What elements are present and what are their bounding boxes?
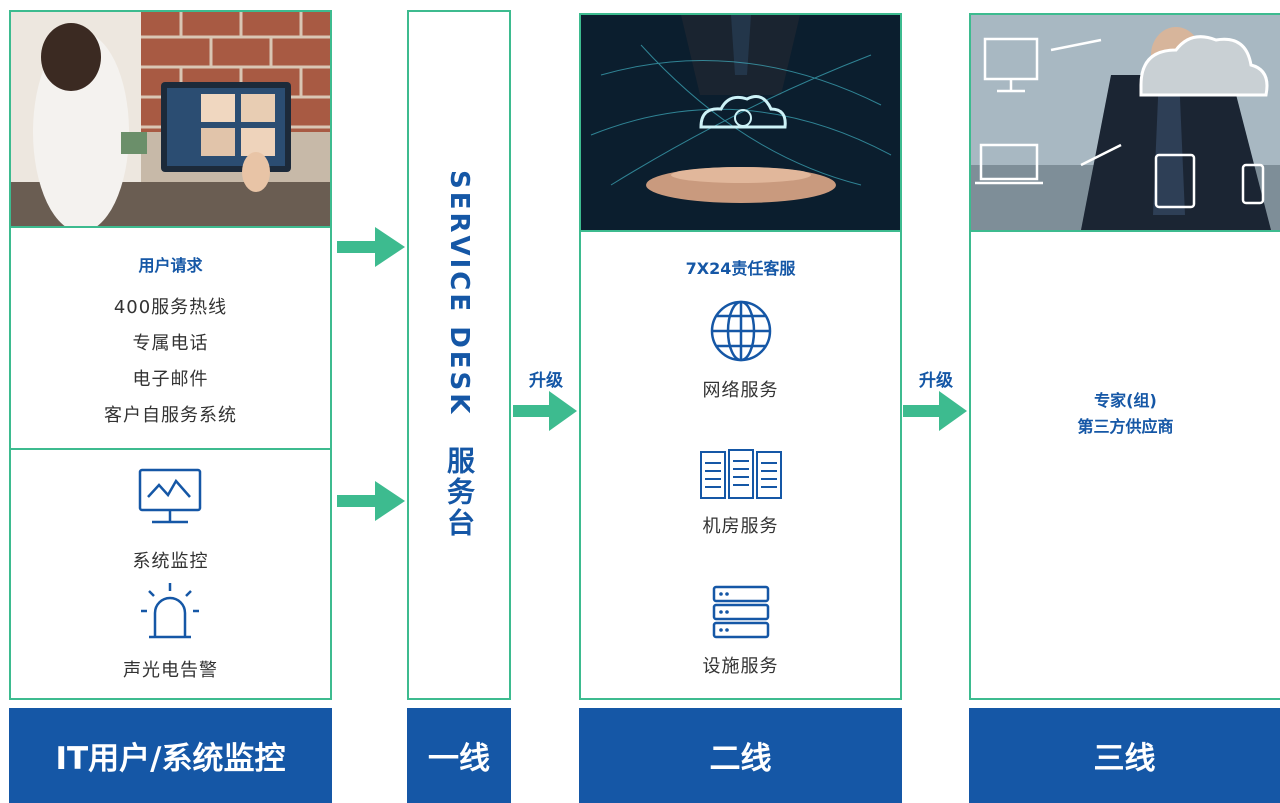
footer-first-line-label: 一线 bbox=[428, 741, 490, 777]
footer-third-line-label: 三线 bbox=[1093, 741, 1156, 777]
footer-second-line: 二线 bbox=[579, 708, 902, 803]
monitor-icon bbox=[138, 468, 202, 524]
third-line-panel: 专家(组) 第三方供应商 bbox=[969, 13, 1280, 700]
service-desk-panel: SERVICE DESK 服务台 bbox=[407, 10, 511, 700]
channel-hotline: 400服务热线 bbox=[113, 297, 228, 318]
alarm-label: 声光电告警 bbox=[123, 660, 218, 681]
upgrade-label-1: 升级 bbox=[529, 371, 563, 391]
footer-third-line: 三线 bbox=[969, 708, 1280, 803]
arrow-right-icon bbox=[903, 391, 967, 431]
system-monitor-label: 系统监控 bbox=[132, 551, 209, 572]
channel-email: 电子邮件 bbox=[132, 369, 209, 390]
arrow-right-icon bbox=[337, 481, 405, 521]
cloud-hands-photo bbox=[581, 15, 900, 230]
channel-self-service: 客户自服务系统 bbox=[104, 405, 237, 426]
arrow-right-icon bbox=[513, 391, 577, 431]
footer-first-line: 一线 bbox=[407, 708, 511, 803]
globe-icon bbox=[710, 300, 772, 362]
video-call-photo bbox=[11, 12, 330, 226]
footer-it-users: IT用户/系统监控 bbox=[9, 708, 332, 803]
server-rack-icon bbox=[712, 585, 770, 639]
expert-group-label: 专家(组) bbox=[1094, 391, 1157, 410]
cloud-network-photo bbox=[971, 15, 1280, 230]
network-service-label: 网络服务 bbox=[702, 380, 779, 401]
second-line-panel: 7X24责任客服 网络服务 机房服务 bbox=[579, 13, 902, 700]
channel-phone: 专属电话 bbox=[132, 333, 209, 354]
facility-service-label: 设施服务 bbox=[702, 656, 779, 677]
alarm-light-icon bbox=[141, 583, 199, 639]
arrow-right-icon bbox=[337, 227, 405, 267]
user-panel: 用户请求 400服务热线 专属电话 电子邮件 客户自服务系统 系统监控 声光电告… bbox=[9, 10, 332, 700]
user-request-title: 用户请求 bbox=[138, 256, 203, 275]
third-party-vendor-label: 第三方供应商 bbox=[1077, 417, 1174, 436]
server-room-service-label: 机房服务 bbox=[702, 516, 779, 537]
upgrade-label-2: 升级 bbox=[919, 371, 953, 391]
footer-second-line-label: 二线 bbox=[709, 741, 772, 777]
service-desk-cn: 服务台 bbox=[443, 446, 476, 540]
footer-it-users-label: IT用户/系统监控 bbox=[55, 741, 286, 777]
server-room-icon bbox=[700, 449, 782, 499]
service-desk-en: SERVICE DESK bbox=[444, 170, 474, 417]
support-title: 7X24责任客服 bbox=[685, 259, 796, 278]
